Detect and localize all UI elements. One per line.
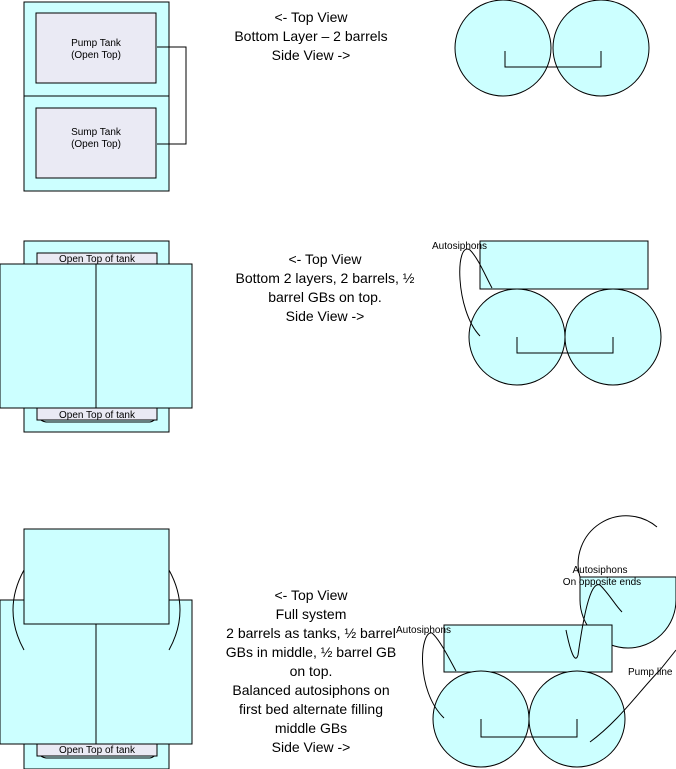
autosiphons-top-sublabel: On opposite ends (563, 577, 641, 588)
autosiphon-arc-left (12, 569, 25, 651)
autosiphons-left-label: Autosiphons (396, 625, 451, 636)
sump-tank-box (35, 107, 157, 179)
caption-line: 2 barrels as tanks, ½ barrel (226, 625, 396, 641)
pump-tank-box (35, 12, 157, 84)
open-top-label: Open Top of tank (59, 745, 136, 756)
grow-bed-top (23, 528, 170, 625)
caption-line: Balanced autosiphons on (232, 682, 389, 698)
pump-line (589, 649, 676, 743)
section-3-top-view: Open Top of tank (0, 528, 193, 769)
section-1-side-view (454, 0, 650, 97)
middle-grow-bed (443, 624, 613, 673)
top-grow-bed-outline (577, 515, 658, 578)
caption-line: Full system (276, 606, 347, 622)
section-1-caption: <- Top View Bottom Layer – 2 barrels Sid… (234, 9, 387, 63)
autosiphon-line-left (422, 632, 457, 719)
autosiphons-top-label: Autosiphons (572, 565, 627, 576)
pump-tank-sublabel: (Open Top) (71, 50, 121, 61)
caption-line: <- Top View (274, 587, 348, 603)
caption-line: Bottom 2 layers, 2 barrels, ½ (236, 270, 415, 286)
caption-line: barrel GBs on top. (268, 289, 382, 305)
open-top-label: Open Top of tank (59, 254, 136, 265)
caption-line: on top. (290, 663, 333, 679)
caption-line: Side View -> (286, 308, 365, 324)
barrel-circle (552, 0, 650, 97)
caption-line: Side View -> (272, 47, 351, 63)
caption-line: <- Top View (274, 9, 348, 25)
grow-bed-right (95, 263, 193, 409)
section-2-top-view: Open Top of tank Open Top of tank (0, 240, 193, 433)
pipe-line (516, 337, 614, 354)
autosiphon-arc-right (168, 569, 181, 651)
pipe-line (504, 51, 602, 68)
pump-line-label: Pump line (628, 667, 673, 678)
open-top-label: Open Top of tank (59, 410, 136, 421)
autosiphons-label: Autosiphons (432, 241, 487, 252)
section-3-caption: <- Top View Full system 2 barrels as tan… (226, 587, 396, 755)
grow-bed-left (0, 263, 98, 409)
section-2-caption: <- Top View Bottom 2 layers, 2 barrels, … (236, 251, 415, 324)
caption-line: GBs in middle, ½ barrel GB (226, 644, 396, 660)
section-3-side-view: Autosiphons Autosiphons On opposite ends… (396, 515, 676, 768)
caption-line: Side View -> (272, 739, 351, 755)
pump-tank-label: Pump Tank (71, 38, 122, 49)
sump-tank-label: Sump Tank (71, 127, 122, 138)
section-2-side-view: Autosiphons (432, 240, 662, 386)
caption-line: Bottom Layer – 2 barrels (234, 28, 387, 44)
grow-bed-box (479, 240, 649, 290)
caption-line: middle GBs (275, 720, 347, 736)
caption-line: first bed alternate filling (239, 701, 383, 717)
section-1-top-view: Pump Tank (Open Top) Sump Tank (Open Top… (23, 1, 187, 192)
caption-line: <- Top View (288, 251, 362, 267)
autosiphon-line (459, 248, 493, 337)
barrel-circle (454, 0, 552, 97)
autosiphon-line-top (565, 584, 623, 659)
sump-tank-sublabel: (Open Top) (71, 139, 121, 150)
pipe-line (480, 719, 578, 738)
connecting-pipe (157, 46, 187, 145)
